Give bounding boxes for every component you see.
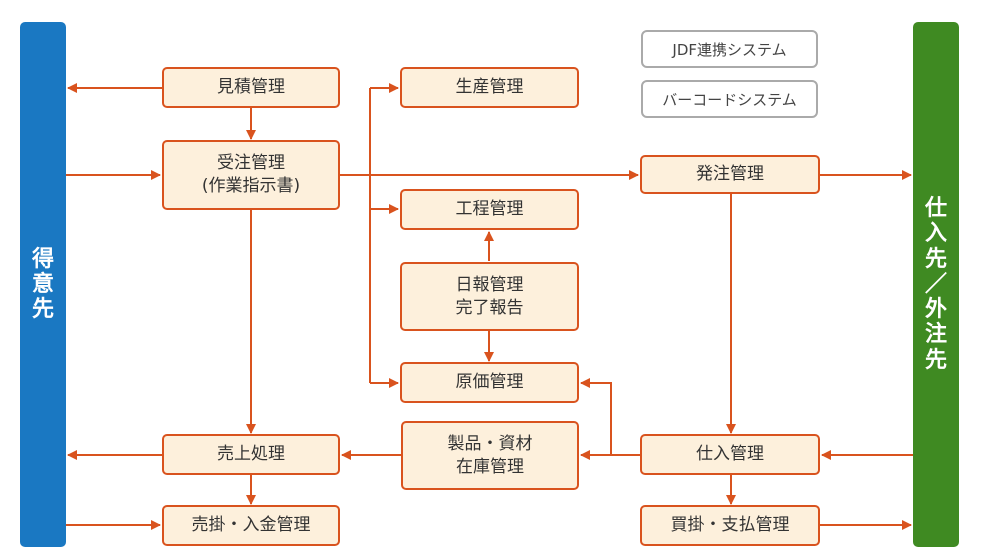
box-uriage: 売上処理: [162, 434, 340, 475]
box-genka: 原価管理: [400, 362, 579, 403]
box-nippou: 日報管理 完了報告: [400, 262, 579, 331]
supplier-bar-char: 注: [924, 322, 947, 348]
barcode-system-label: バーコードシステム: [641, 80, 818, 118]
box-label: 売上処理: [217, 444, 285, 465]
supplier-bar: 仕 入 先 ／ 外 注 先: [913, 22, 959, 547]
box-label: 買掛・支払管理: [670, 515, 790, 536]
box-label: 生産管理: [455, 77, 524, 98]
box-label: 発注管理: [696, 164, 764, 185]
customer-bar-char: 先: [31, 297, 54, 323]
supplier-bar-char: 仕: [924, 195, 947, 221]
box-urikake: 売掛・入金管理: [162, 505, 340, 546]
customer-bar: 得 意 先: [20, 22, 66, 547]
box-label: 仕入管理: [696, 444, 764, 465]
box-sublabel: 完了報告: [455, 297, 524, 318]
arrow-shiire-to-genka: [580, 378, 612, 455]
box-hacchu: 発注管理: [640, 155, 820, 194]
box-seihin: 製品・資材 在庫管理: [401, 421, 579, 490]
box-label: 工程管理: [455, 199, 524, 220]
box-label: 製品・資材: [447, 433, 533, 454]
jdf-system-text: JDF連携システム: [672, 40, 787, 59]
box-label: 日報管理: [455, 274, 524, 295]
box-mitsumori: 見積管理: [162, 67, 340, 108]
box-label: 見積管理: [217, 77, 285, 98]
box-juchu: 受注管理 (作業指示書): [162, 140, 340, 210]
box-kaikake: 買掛・支払管理: [640, 505, 820, 546]
supplier-bar-char: ／: [924, 271, 947, 297]
box-sublabel: 在庫管理: [456, 456, 524, 477]
supplier-bar-char: 入: [924, 221, 947, 247]
supplier-bar-char: 外: [924, 297, 947, 323]
jdf-system-label: JDF連携システム: [641, 30, 818, 68]
supplier-bar-char: 先: [924, 246, 947, 272]
box-label: 売掛・入金管理: [191, 515, 311, 536]
box-koutei: 工程管理: [400, 189, 579, 230]
box-seisan: 生産管理: [400, 67, 579, 108]
box-sublabel: (作業指示書): [201, 176, 301, 196]
barcode-system-text: バーコードシステム: [662, 90, 797, 109]
customer-bar-char: 得: [31, 246, 54, 272]
box-label: 受注管理: [217, 153, 285, 174]
box-shiire: 仕入管理: [640, 434, 820, 475]
supplier-bar-char: 先: [924, 347, 947, 373]
customer-bar-char: 意: [31, 271, 54, 297]
box-label: 原価管理: [455, 372, 524, 393]
